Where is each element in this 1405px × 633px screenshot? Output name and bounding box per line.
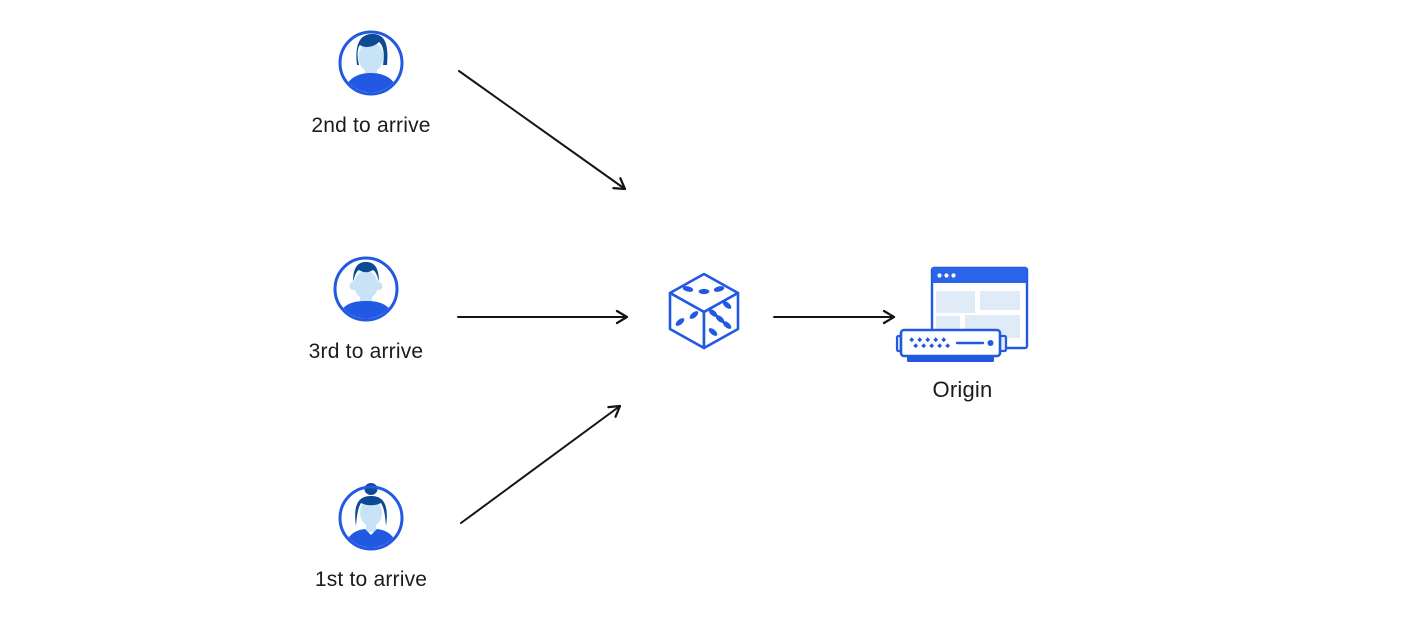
browser-window-icon (930, 266, 1029, 350)
client-label-bottom: 1st to arrive (314, 568, 428, 591)
client-node-middle: 3rd to arrive (286, 255, 446, 364)
arrow-client-top-to-dice (458, 70, 627, 191)
man-avatar-icon (333, 256, 399, 322)
client-node-top: 2nd to arrive (291, 29, 451, 138)
client-label-middle: 3rd to arrive (308, 340, 424, 363)
dice-icon (668, 272, 740, 350)
dice-node (665, 270, 745, 350)
arrow-client-bottom-to-dice (460, 404, 622, 524)
origin-label: Origin (932, 377, 993, 402)
client-node-bottom: 1st to arrive (291, 477, 451, 592)
origin-node: Origin (895, 258, 1030, 402)
man-avatar-icon (338, 30, 404, 96)
origin-server-icon (895, 266, 1029, 362)
woman-avatar-icon (338, 483, 404, 551)
client-label-top: 2nd to arrive (311, 114, 431, 137)
server-icon (895, 328, 1008, 362)
